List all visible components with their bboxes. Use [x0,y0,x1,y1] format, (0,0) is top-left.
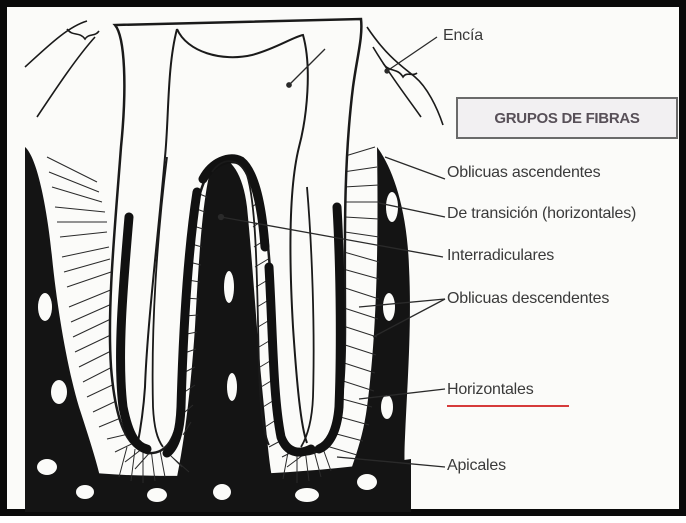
label-encia: Encía [443,27,483,45]
fiber-groups-title: GRUPOS DE FIBRAS [494,110,639,127]
fiber-groups-title-box: GRUPOS DE FIBRAS [456,97,678,139]
label-interradiculares: Interradiculares [447,247,554,265]
label-oblicuas-ascendentes: Oblicuas ascendentes [447,164,600,182]
tooth-diagram [7,7,686,523]
horizontales-underline [447,405,569,407]
label-horizontales: Horizontales [447,381,534,399]
label-de-transicion: De transición (horizontales) [447,205,636,223]
label-apicales: Apicales [447,457,506,475]
label-oblicuas-descendentes: Oblicuas descendentes [447,290,609,308]
